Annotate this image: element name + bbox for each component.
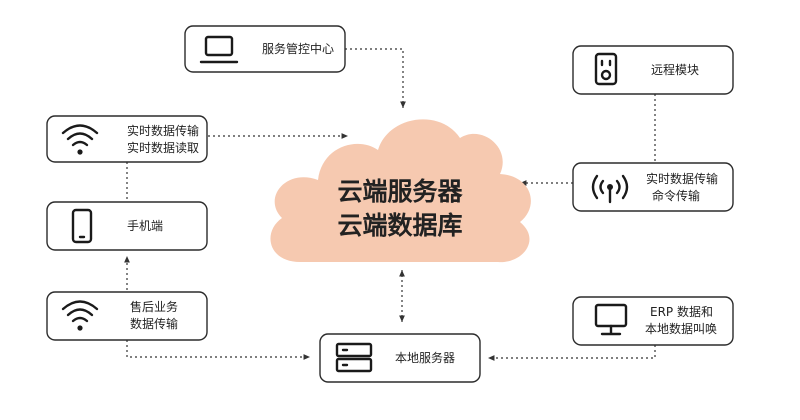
management-center-label: 服务管控中心: [262, 41, 334, 56]
connectors: [124, 48, 656, 361]
remote-module-icon: [594, 52, 618, 86]
monitor-icon: [594, 303, 628, 336]
connector-aftersales-to-local-server: [126, 340, 310, 360]
remote-module-node: 远程模块: [572, 45, 734, 95]
connector-erp-to-local-server: [488, 345, 656, 361]
mobile-label: 手机端: [127, 219, 163, 233]
broadcast-icon: [591, 174, 629, 204]
wifi-realtime-node: 实时数据传输 实时数据读取: [46, 115, 208, 163]
realtime-command-label-line2: 命令传输: [652, 188, 700, 203]
wifi-realtime-label-line1: 实时数据传输: [127, 123, 199, 138]
erp-label-line2: 本地数据叫唤: [645, 321, 717, 336]
after-sales-node: 售后业务 数据传输: [46, 291, 208, 341]
cloud-server-node: 云端服务器 云端数据库: [270, 119, 531, 263]
erp-node: ERP 数据和 本地数据叫唤: [572, 296, 734, 346]
erp-label-line1: ERP 数据和: [650, 304, 713, 319]
realtime-command-label-line1: 实时数据传输: [646, 171, 718, 186]
wifi-realtime-label-line2: 实时数据读取: [127, 140, 199, 155]
cloud-title-line2: 云端数据库: [337, 211, 462, 240]
local-server-label: 本地服务器: [395, 350, 455, 365]
wifi-icon: [61, 124, 99, 155]
connector-management-to-cloud: [345, 48, 406, 108]
remote-module-label: 远程模块: [651, 62, 699, 77]
wifi-icon: [61, 300, 99, 331]
cloud-title-line1: 云端服务器: [337, 177, 463, 206]
phone-icon: [71, 208, 93, 244]
realtime-command-node: 实时数据传输 命令传输: [572, 162, 734, 212]
cloud-shape: [270, 119, 531, 263]
after-sales-label-line1: 售后业务: [130, 299, 178, 314]
server-icon: [335, 342, 373, 373]
laptop-icon: [199, 35, 239, 64]
after-sales-label-line2: 数据传输: [130, 316, 178, 331]
mobile-node: 手机端: [46, 201, 208, 251]
management-center-node: 服务管控中心: [184, 25, 346, 73]
local-server-node: 本地服务器: [319, 333, 481, 383]
